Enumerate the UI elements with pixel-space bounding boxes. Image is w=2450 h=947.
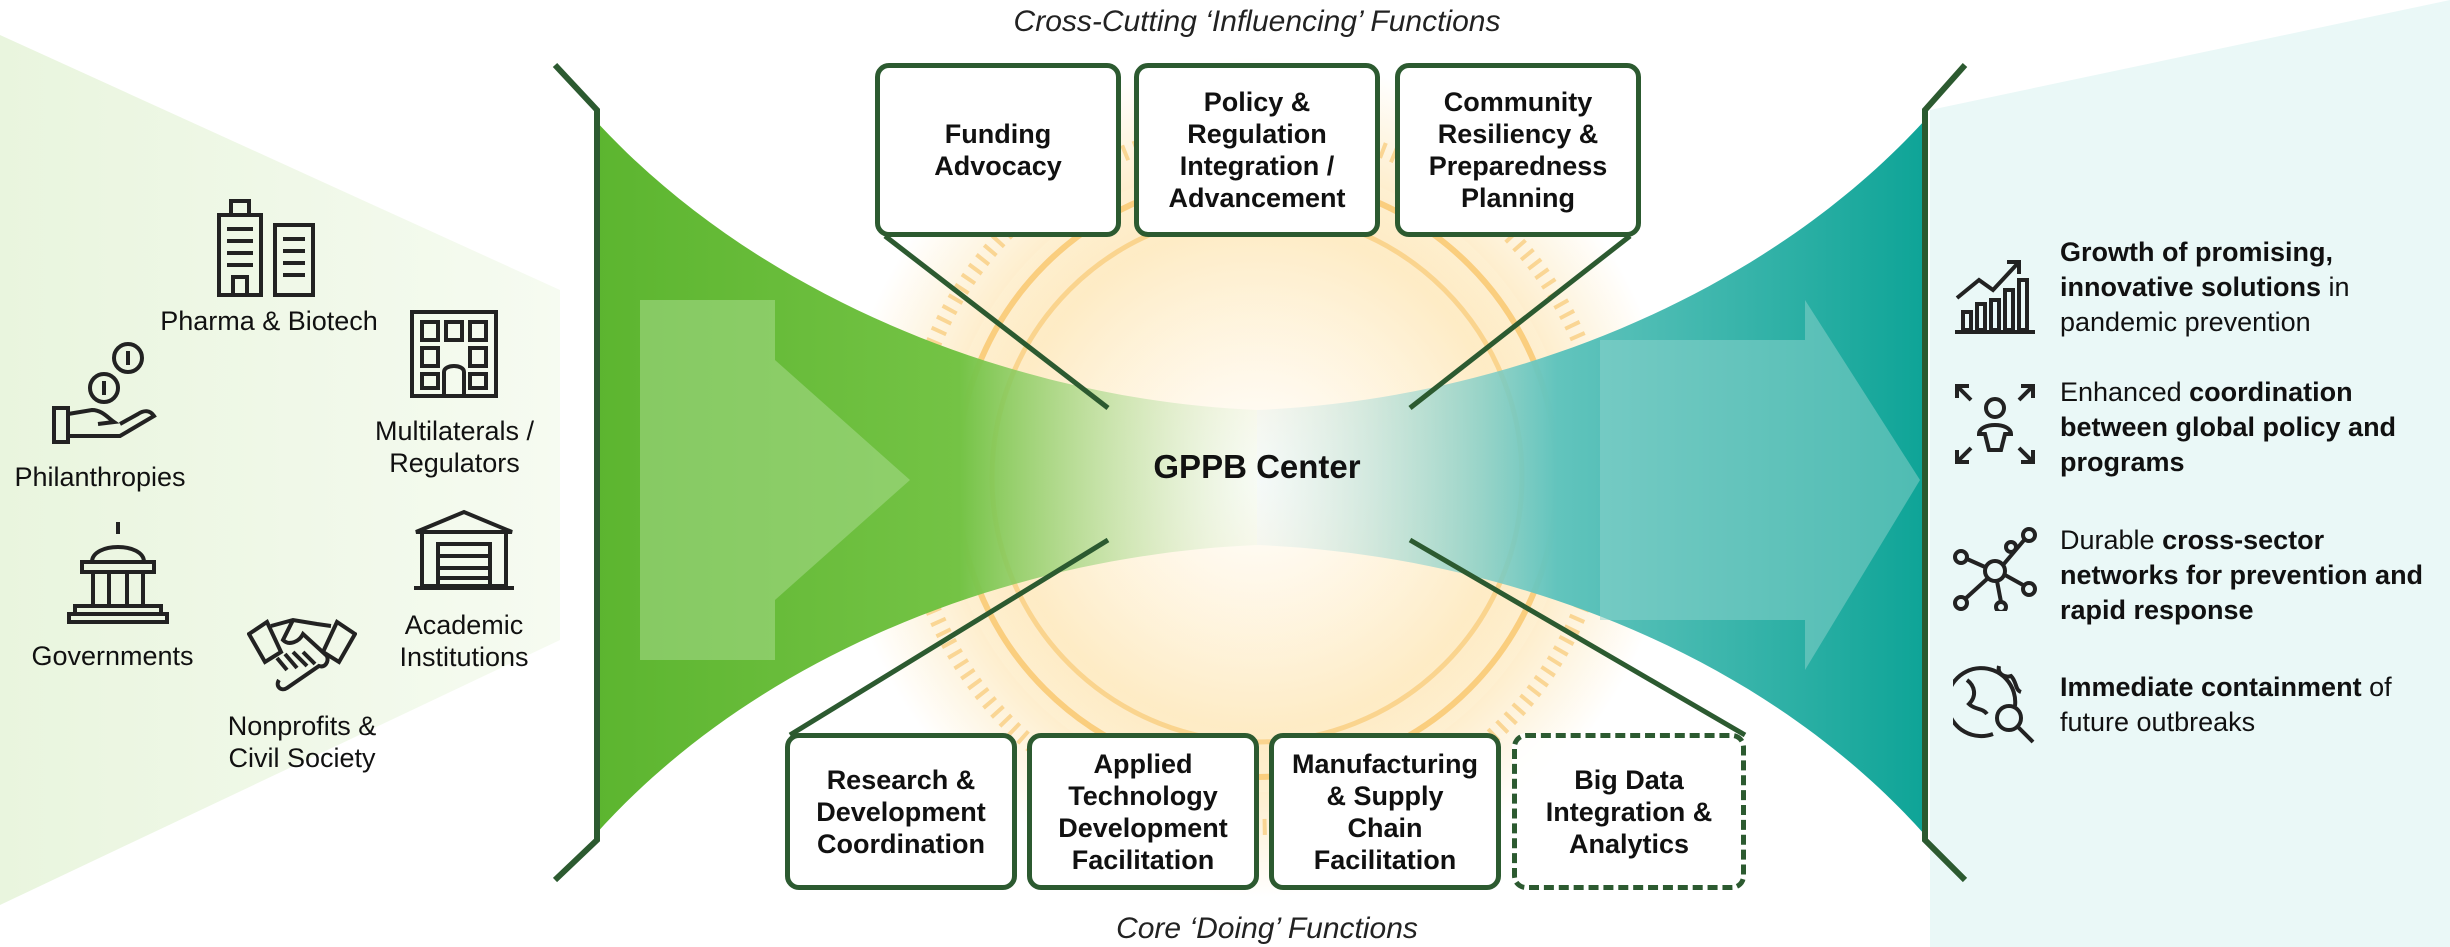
function-box-funding-advocacy: Funding Advocacy — [875, 63, 1121, 237]
outcome-networks-emphasis: cross-sector networks for prevention and… — [2060, 525, 2424, 625]
center-label: GPPB Center — [1153, 448, 1361, 485]
growth-chart-icon — [1955, 260, 2035, 334]
building-grid-icon — [410, 310, 498, 398]
connector-bottom-right — [1408, 537, 1747, 738]
connector-bottom-left — [788, 537, 1110, 738]
outcome-coordination-emphasis: coordination between global policy and p… — [2060, 377, 2397, 477]
hand-coins-icon — [52, 342, 157, 444]
outcome-networks: Durable cross-sector networks for preven… — [2060, 523, 2440, 628]
function-box-research-development: Research & Development Coordination — [785, 733, 1017, 890]
stakeholder-label-philanthropies: Philanthropies — [14, 462, 186, 492]
coordination-person-icon — [1955, 384, 2035, 464]
connector-top-left — [883, 234, 1110, 410]
outcome-growth-emphasis: Growth of promising, innovative solution… — [2060, 237, 2333, 302]
stakeholder-label-academic: Academic Institutions — [399, 610, 529, 672]
outcome-networks-lead: Durable — [2060, 525, 2163, 555]
stakeholder-label-governments: Governments — [31, 641, 194, 671]
outcome-growth-rest: in pandemic prevention — [2060, 272, 2350, 337]
function-box-community-resiliency: Community Resiliency & Preparedness Plan… — [1395, 63, 1641, 237]
outcome-containment-emphasis: Immediate containment — [2060, 672, 2362, 702]
function-box-policy-regulation: Policy & Regulation Integration / Advanc… — [1134, 63, 1380, 237]
handshake-icon — [247, 617, 357, 692]
outcome-growth: Growth of promising, innovative solution… — [2060, 235, 2440, 340]
stakeholder-label-pharma: Pharma & Biotech — [160, 306, 378, 336]
doing-caption: Core ‘Doing’ Functions — [1116, 912, 1418, 945]
influencing-caption: Cross-Cutting ‘Influencing’ Functions — [1013, 5, 1501, 38]
function-box-big-data: Big Data Integration & Analytics — [1512, 733, 1746, 890]
right-backdrop — [1930, 0, 2450, 947]
connector-top-right — [1408, 234, 1632, 410]
stakeholder-label-nonprofits: Nonprofits & Civil Society — [227, 711, 377, 773]
globe-search-icon — [1953, 665, 2035, 744]
outcome-coordination: Enhanced coordination between global pol… — [2060, 375, 2440, 480]
network-icon — [1953, 527, 2037, 611]
left-bracket — [552, 62, 600, 883]
function-box-manufacturing: Manufacturing & Supply Chain Facilitatio… — [1269, 733, 1501, 890]
government-dome-icon — [67, 522, 169, 624]
left-backdrop — [0, 35, 560, 905]
teal-outflow-arrow — [1257, 120, 1925, 835]
right-bracket — [1922, 63, 1968, 883]
academic-building-icon — [414, 509, 514, 590]
buildings-icon — [217, 199, 315, 297]
function-box-applied-technology: Applied Technology Development Facilitat… — [1027, 733, 1259, 890]
outcome-containment: Immediate containment of future outbreak… — [2060, 670, 2440, 740]
outcome-coordination-lead: Enhanced — [2060, 377, 2190, 407]
outcome-containment-rest: of future outbreaks — [2060, 672, 2392, 737]
stakeholder-label-multilaterals: Multilaterals / Regulators — [374, 416, 535, 478]
